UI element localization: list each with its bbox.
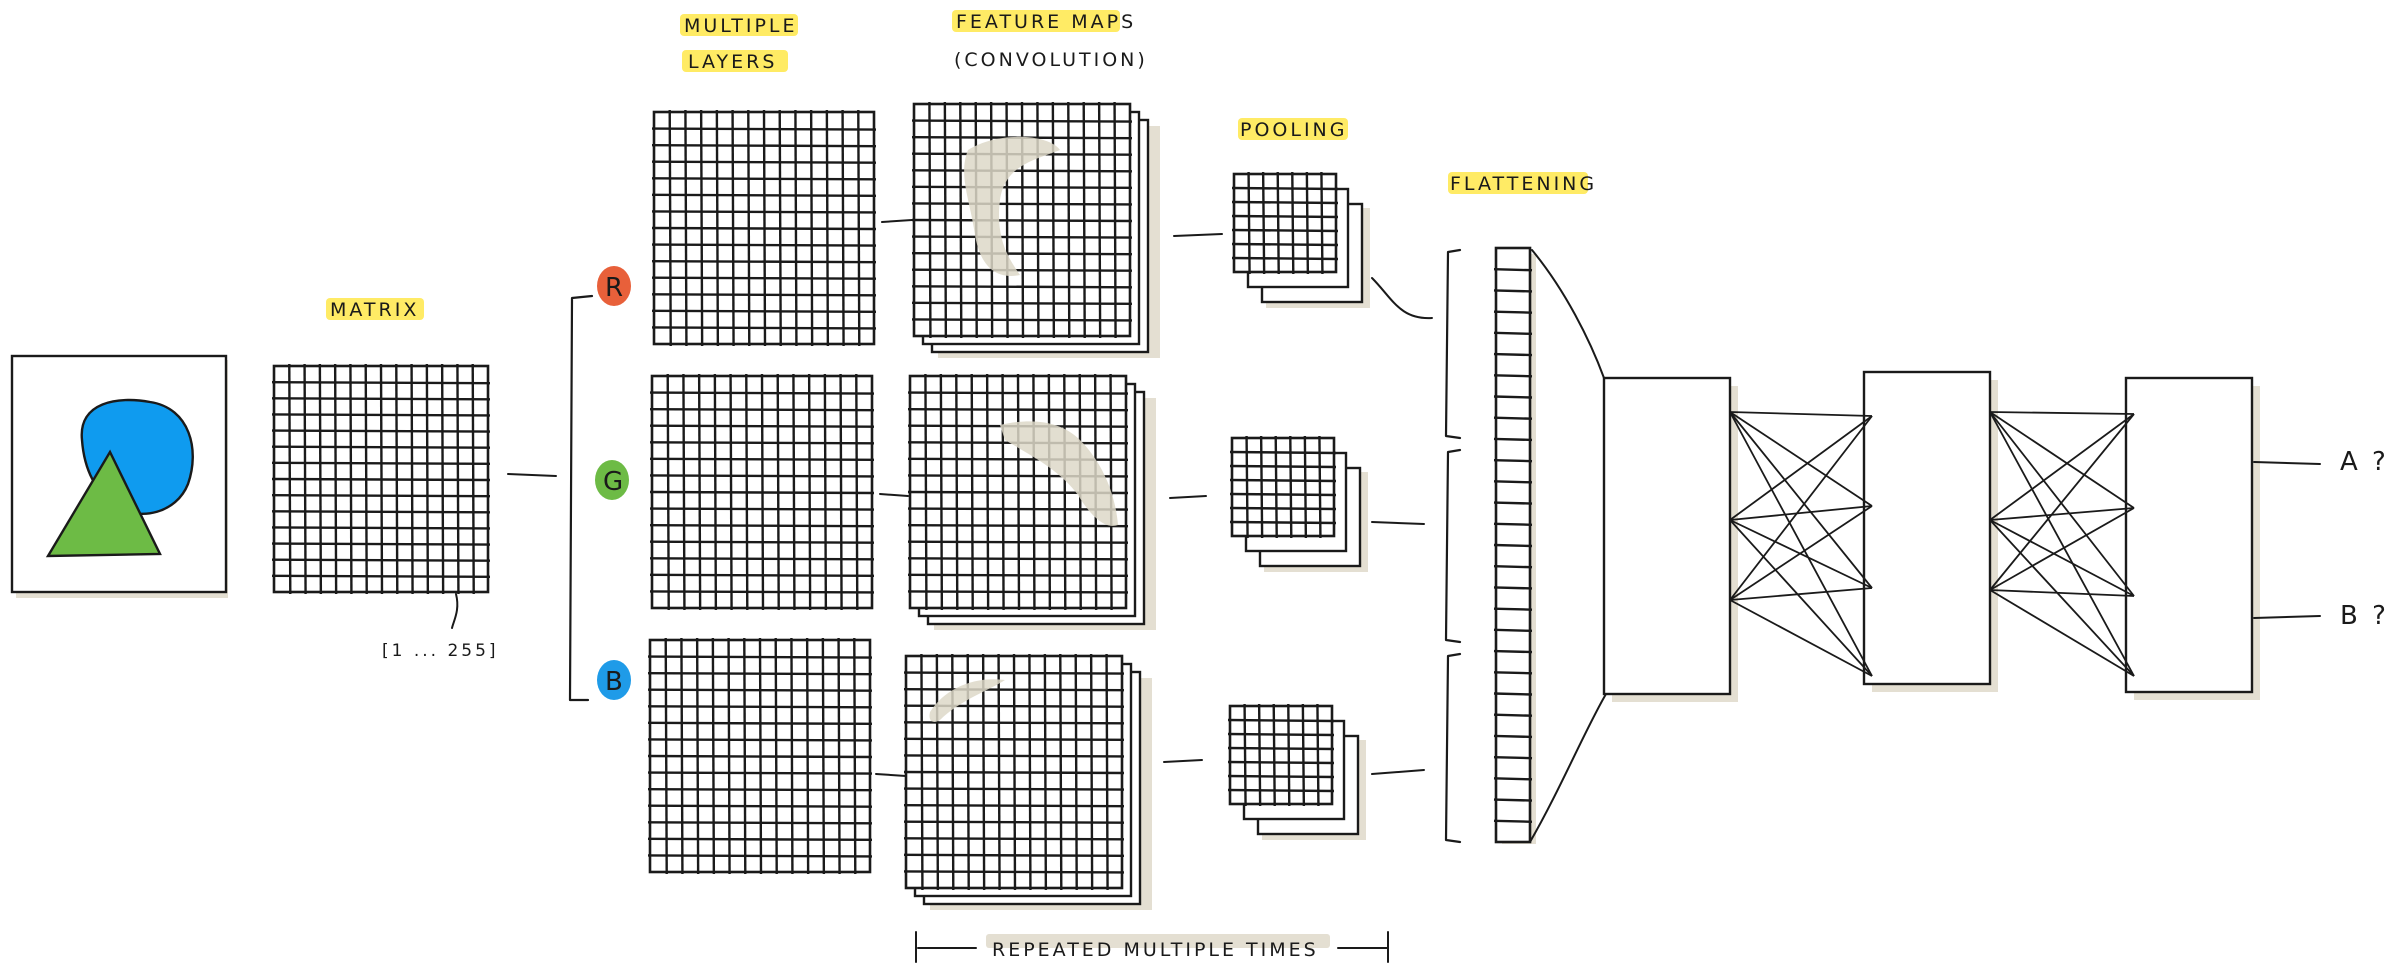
feature-map-stack-3 [903,653,1152,910]
matrix-grid [271,363,491,595]
multiple-layers-label-line1: MULTIPLE [684,15,798,37]
feature-map-grid [907,373,1129,611]
flattening-label: FLATTENING [1450,173,1597,195]
channel-letter: G [603,467,626,497]
dense-layer-2 [1862,370,1998,692]
dense-layer-3 [2124,376,2260,700]
pooling-stack-1 [1231,171,1370,308]
layer-grids [647,109,877,875]
pooling-grid [1231,171,1339,275]
pooling-grid [1227,703,1335,807]
fully-connected-layers [1602,370,2260,702]
feature-activation-blob [964,136,1060,276]
matrix [271,363,491,595]
input-image [10,354,228,598]
pooling-label: POOLING [1240,119,1348,141]
feature-map-stack-2 [907,373,1156,630]
repeated-label: REPEATED MULTIPLE TIMES [992,939,1319,961]
channel-g-dot: G [595,460,629,500]
pooling-grid [1229,435,1337,539]
feature-map-grid [911,101,1133,339]
matrix-label: MATRIX [330,299,419,321]
output-a-label: A ? [2340,447,2389,477]
layer-grid-1 [651,109,877,347]
pooling-stack-3 [1227,703,1366,840]
layer-grid-3 [647,637,873,875]
label-highlights [326,10,1588,320]
flatten-brackets [1444,248,1462,844]
flatten-vector [1493,246,1607,844]
feature-activation-blob [1000,421,1118,526]
output-b-label: B ? [2340,601,2389,631]
connectors [875,219,1433,777]
feature-maps-label-line2: (CONVOLUTION) [954,49,1148,71]
feature-maps [903,101,1160,910]
multiple-layers-label-line2: LAYERS [688,51,777,73]
channel-r-dot: R [597,266,631,306]
channel-dots: R G B [595,266,631,700]
feature-maps-label-line1: FEATURE MAPS [956,11,1136,33]
rgb-bracket [568,294,594,702]
pooling-stack-2 [1229,435,1368,572]
dense-layer-1 [1602,376,1738,702]
green-triangle-shape [45,449,162,558]
channel-letter: B [605,667,626,697]
repeated-bracket [915,931,1389,963]
connections-1 [1729,411,1873,677]
pooling-maps [1227,171,1370,840]
output-lines [2253,461,2321,619]
feature-map-stack-1 [911,101,1160,358]
feature-map-grid [903,653,1125,891]
feature-activation-blob [929,679,1005,723]
channel-b-dot: B [597,660,631,700]
layer-grid-2 [649,373,875,611]
channel-letter: R [605,273,626,303]
matrix-range-label: [1 ... 255] [382,641,499,661]
connections-2 [1989,411,2135,677]
